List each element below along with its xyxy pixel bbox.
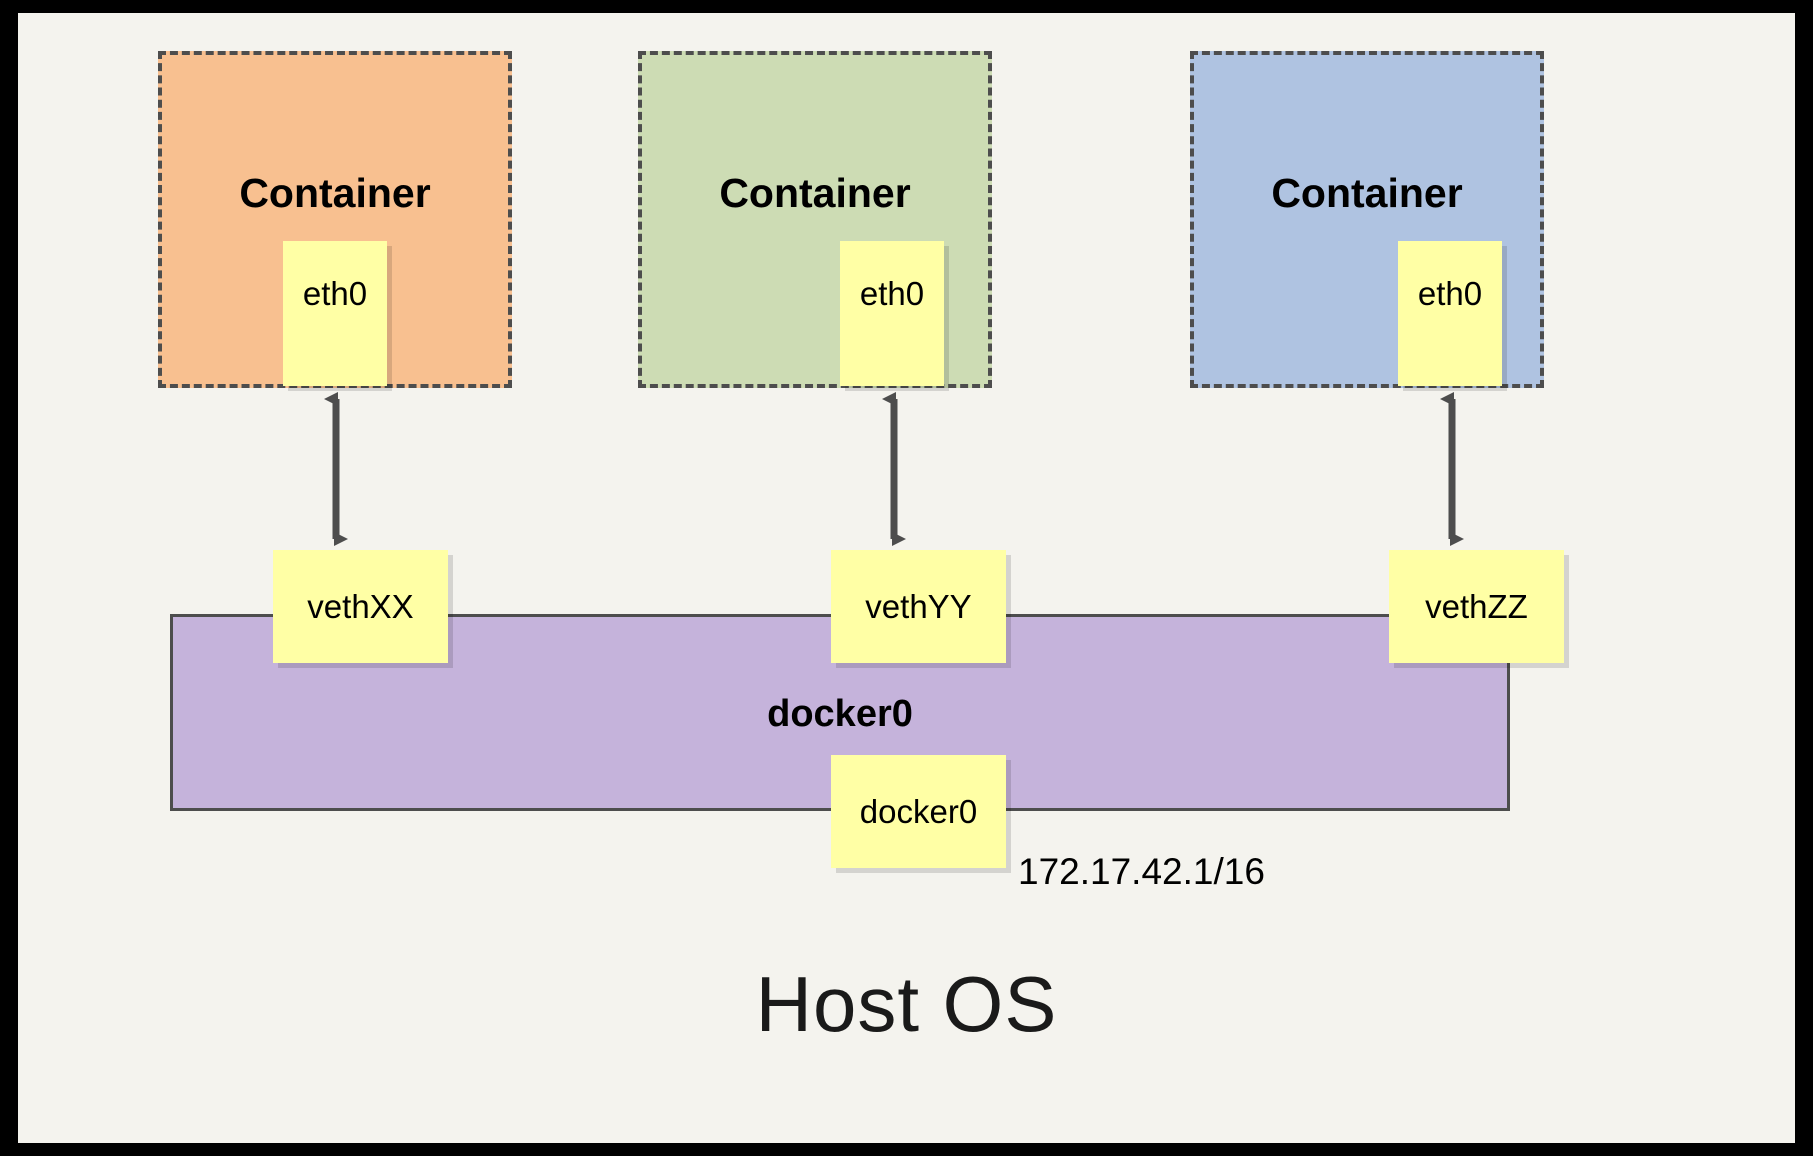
diagram-canvas: Container eth0 Container eth0 Container …	[18, 13, 1795, 1143]
veth-box-2: vethYY	[831, 550, 1006, 663]
veth-box-3: vethZZ	[1389, 550, 1564, 663]
container-title-2: Container	[719, 170, 911, 216]
veth-box-label-3: vethZZ	[1425, 588, 1528, 625]
veth-box-1: vethXX	[273, 550, 448, 663]
docker0-bridge-title: docker0	[767, 693, 913, 735]
veth-link-arrow-3	[1440, 392, 1464, 546]
veth-box-label-2: vethYY	[865, 588, 972, 625]
eth0-interface-3: eth0	[1398, 241, 1502, 386]
veth-box-label-1: vethXX	[307, 588, 414, 625]
docker0-interface-box: docker0	[831, 755, 1006, 868]
docker0-interface-label: docker0	[859, 793, 978, 830]
container-title-1: Container	[239, 170, 431, 216]
veth-link-arrow-2	[882, 392, 906, 546]
eth0-interface-1: eth0	[283, 241, 387, 386]
eth0-interface-2: eth0	[840, 241, 944, 386]
eth0-interface-label-1: eth0	[302, 275, 368, 312]
container-title-3: Container	[1271, 170, 1463, 216]
veth-link-arrow-1	[324, 392, 348, 546]
docker0-ip-address: 172.17.42.1/16	[1018, 851, 1265, 892]
host-os-title: Host OS	[755, 960, 1058, 1048]
eth0-interface-label-3: eth0	[1417, 275, 1483, 312]
eth0-interface-label-2: eth0	[859, 275, 925, 312]
